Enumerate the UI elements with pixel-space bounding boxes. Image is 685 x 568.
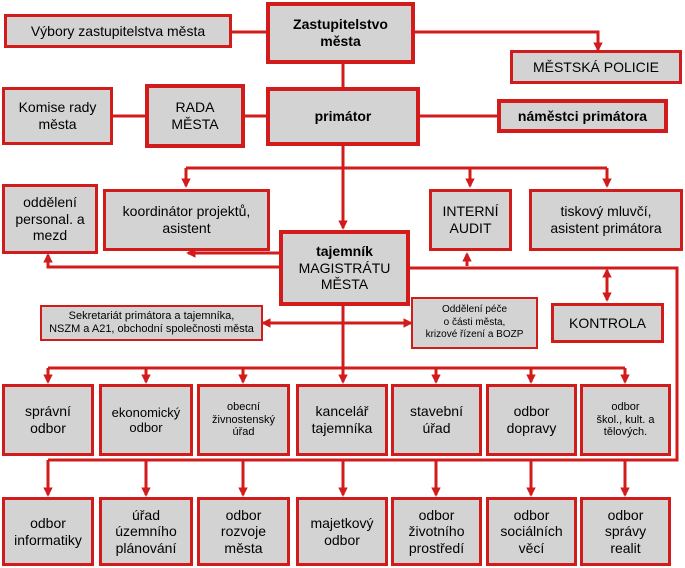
socialni-veci-box: odbor sociálních věcí — [486, 497, 577, 566]
tiskovy-box: tiskový mluvčí, asistent primátora — [529, 189, 683, 251]
ekonomicky-odbor-box: ekonomický odbor — [99, 384, 193, 456]
odbor-rozvoje-box: odbor rozvoje města — [197, 497, 290, 566]
oddeleni-personal-box: oddělení personal. a mezd — [2, 184, 98, 254]
zivotni-prostredi-box: odbor životního prostředí — [391, 497, 482, 566]
oddeleni-pece-box: Oddělení péče o části města, krizové říz… — [411, 297, 538, 349]
namestci-box: náměstci primátora — [497, 99, 668, 133]
uzemni-planovani-box: úřad územního plánování — [99, 497, 193, 566]
tajemnik-subtitle: MAGISTRÁTU MĚSTA — [298, 259, 391, 293]
vybory-box: Výbory zastupitelstva města — [4, 14, 232, 48]
tajemnik-title: tajemník — [316, 243, 373, 260]
rada-box: RADA MĚSTA — [145, 84, 245, 148]
koordinator-box: koordinátor projektů, asistent — [103, 189, 270, 251]
odbor-dopravy-box: odbor dopravy — [486, 384, 577, 456]
stavebni-urad-box: stavební úřad — [391, 384, 482, 456]
odbor-skolstvi-box: odbor škol., kult. a tělových. — [580, 384, 671, 456]
odbor-informatiky-box: odbor informatiky — [2, 497, 94, 566]
kontrola-box: KONTROLA — [551, 303, 664, 343]
spravni-odbor-box: správní odbor — [2, 384, 94, 456]
primator-box: primátor — [266, 87, 420, 146]
policie-box: MĚSTSKÁ POLICIE — [510, 50, 682, 84]
sekretariat-box: Sekretariát primátora a tajemníka, NSZM … — [40, 305, 263, 341]
zastupitelstvo-box: Zastupitelstvo města — [266, 2, 415, 64]
tajemnik-box: tajemník MAGISTRÁTU MĚSTA — [279, 230, 410, 306]
zivnostensky-urad-box: obecní živnostenský úřad — [197, 384, 290, 456]
komise-box: Komise rady města — [2, 87, 113, 145]
interni-audit-box: INTERNÍ AUDIT — [429, 189, 512, 251]
kancelar-tajemnika-box: kancelář tajemníka — [296, 384, 388, 456]
sprava-realit-box: odbor správy realit — [580, 497, 671, 566]
majetkovy-odbor-box: majetkový odbor — [296, 497, 388, 566]
